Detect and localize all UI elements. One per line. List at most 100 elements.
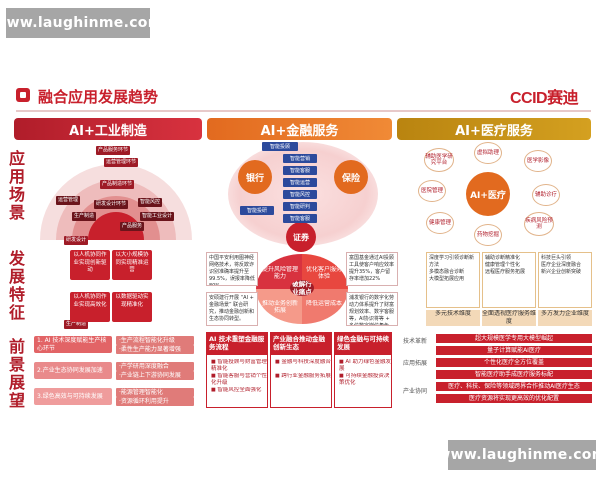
medical-sat-1: 虚拟助理	[474, 142, 502, 164]
medical-dev-2-item-3: 远程医疗服务拓展	[485, 269, 526, 275]
medical-dev-3-item-1: 科技巨头引领	[541, 255, 572, 261]
finance-prospect-1-title: AI 技术重塑金融服务流程	[207, 333, 267, 355]
finance-prospect-1-item-3: 智能风控全面强化	[211, 387, 267, 394]
prospect-3: 3.绿色高效与可持续发展	[34, 388, 112, 405]
row-label-prospect: 前景展望	[8, 337, 25, 410]
prospect-detail-6: ·资源循环利用提升	[116, 397, 194, 406]
finance-prospect-1-item-2: 智能客服与营销个性化升级	[211, 373, 267, 387]
medical-dev-2-item-2: 健康管理个性化	[485, 262, 521, 268]
ring-tag-rnd2: 研发设计	[64, 236, 89, 245]
prospect-detail-5: ·能源管理智能化	[116, 388, 194, 397]
ring-tag-operation: 运营管理环节	[104, 158, 139, 167]
finance-prospect-2-item-2: 跨行业金融服务拓展	[275, 373, 331, 380]
medical-sat-4: 疾病风险预测	[524, 212, 554, 236]
medical-sat-3: 辅助诊疗	[532, 184, 560, 206]
quadrant-4: 降低运营成本	[306, 300, 342, 307]
row-label-application: 应用场景	[8, 149, 25, 222]
prospect-detail-2: ·柔性生产能力显著增强	[116, 345, 194, 354]
prospect-detail-1: ·生产流程智能化升级	[116, 336, 194, 345]
quadrant-1: 提升风险管理能力	[262, 266, 298, 280]
medical-dev-3-item-2: 医疗企业深度融合	[541, 262, 582, 268]
quadrant-2: 优化客户服务体验	[306, 266, 342, 280]
dev-box-3: 以人机协同作业实现高效化	[70, 292, 110, 322]
fin-chip-1: 智能投顾	[262, 142, 298, 151]
finance-prospect-2: 产业融合推动金融创新生态 金融与科技深度融合 跨行业金融服务拓展	[270, 332, 332, 408]
fin-chip-5: 智能风控	[283, 190, 317, 199]
dev-box-1: 以人机协同作业实现创新驱动	[70, 250, 110, 280]
finance-case-left-2: 安硕建行开展 “AI + 金融场景” 联合研究，推动金融创新和生态协同转型。	[206, 292, 258, 326]
medical-dev-col-2: 辅助诊断精准化 健康管理个性化 远程医疗服务拓展	[482, 252, 536, 308]
medical-tech-row-2: 量子计算赋能AI医疗	[436, 346, 592, 355]
finance-prospect-3-item-2: 可持续金融投资决策优化	[339, 373, 391, 387]
ring-tag-risk: 智能风控	[138, 198, 163, 207]
prospect-detail-4: ·产业链上下游协同发展	[116, 371, 194, 380]
ring-tag-ops: 运营管理	[56, 196, 81, 205]
medical-sat-5: 药物挖掘	[474, 224, 502, 246]
watermark-bottom: www.laughinme.com	[437, 440, 600, 470]
medical-dev-2-item-1: 辅助诊断精准化	[485, 255, 521, 261]
prospect-2: 2.产业生态协同发展加速	[34, 362, 112, 379]
fin-chip-3: 智能客服	[283, 166, 317, 175]
title-divider	[16, 110, 591, 112]
medical-tech-row-5: 医疗、科技、保险等领域跨界合作推动AI医疗生态	[436, 382, 592, 391]
medical-sat-8: 辅助医学研究平台	[424, 148, 454, 172]
fin-chip-7: 智能投研	[240, 206, 274, 215]
medical-dev-col-3: 科技巨头引领 医疗企业深度融合 新兴企业创新突破	[538, 252, 592, 308]
medical-tech-row-3: 个性化医疗全方位覆盖	[436, 358, 592, 367]
finance-prospect-1: AI 技术重塑金融服务流程 智能投顾与财富管理精准化 智能客服与营销个性化升级 …	[206, 332, 268, 408]
quadrant-3: 推动业务创新拓展	[262, 300, 298, 314]
medical-tech-row-6: 医疗资源将实现更高效的优化配置	[436, 394, 592, 403]
brand-logo: CCID赛迪	[510, 90, 579, 107]
page-title: 融合应用发展趋势	[38, 88, 159, 106]
medical-tech-label: 技术革新	[402, 338, 427, 345]
ring-tag-design: 智能工业设计	[140, 212, 175, 221]
ring-tag-product-service: 产品服务环节	[96, 146, 131, 155]
fin-chip-2: 智能营销	[283, 154, 317, 163]
finance-prospect-3: 绿色金融与可持续发展 AI 助力绿色金融发展 可持续金融投资决策优化	[334, 332, 392, 408]
header-finance: AI+金融服务	[207, 118, 392, 140]
title-bullet-icon	[16, 88, 30, 102]
ring-tag-prod: 生产制造	[72, 212, 97, 221]
ring-tag-prod2: 生产制造	[64, 320, 89, 329]
finance-prospect-2-title: 产业融合推动金融创新生态	[271, 333, 331, 355]
medical-dev-col-1: 深度学习引领诊断新方法 多模态融合诊断 大模型拓展应用	[426, 252, 480, 308]
industry-ring-diagram	[40, 164, 192, 240]
fin-chip-6: 智能研判	[283, 202, 317, 211]
finance-prospect-3-item-1: AI 助力绿色金融发展	[339, 359, 391, 373]
finance-case-right-1: 富国基金通过AI投顾工具使客户响应效率提升35%，客户留存率增加22%	[346, 252, 398, 286]
prospect-detail-3: ·产学研用深度融合	[116, 362, 194, 371]
watermark-top: www.laughinme.com	[0, 8, 162, 38]
medical-sat-2: 医学影像	[524, 150, 552, 172]
quadrant-center: 破解行业痛点	[290, 280, 314, 296]
prospect-1: 1. AI 技术深度赋能生产核心环节	[34, 336, 112, 353]
ring-tag-service: 产品服务	[120, 222, 145, 231]
circle-securities: 证券	[286, 222, 316, 252]
medical-dev-1-item-1: 深度学习引领诊断新方法	[429, 255, 475, 268]
medical-dev-1-item-3: 大模型拓展应用	[429, 276, 465, 282]
medical-sat-6: 健康管理	[426, 212, 454, 234]
finance-prospect-1-item-1: 智能投顾与财富管理精准化	[211, 359, 267, 373]
finance-prospect-2-item-1: 金融与科技深度融合	[275, 359, 331, 366]
medical-tech-row-1: 超大规模医学专用大模型崛起	[436, 334, 592, 343]
medical-sat-7: 医院管理	[418, 180, 446, 202]
dev-box-2: 以大小规模协同实现精准运营	[112, 250, 152, 280]
finance-prospect-3-title: 绿色金融与可持续发展	[335, 333, 391, 355]
medical-dev-1-item-2: 多模态融合诊断	[429, 269, 465, 275]
row-label-development: 发展特征	[8, 249, 25, 322]
medical-dev-label-1: 多元技术维度	[426, 310, 480, 326]
finance-case-left-1: 中国平安利用图神经网络技术，将反欺诈识别准确率提升至99.5%，误报率降低80%	[206, 252, 258, 286]
medical-dev-label-2: 全面透视医疗服务维度	[482, 310, 536, 326]
medical-app-label: 应用拓展	[402, 360, 427, 367]
medical-dev-label-3: 多方发力企业维度	[538, 310, 592, 326]
ring-tag-rnd: 研发设计环节	[94, 200, 129, 209]
header-medical: AI+医疗服务	[397, 118, 591, 140]
header-industry: AI+工业制造	[14, 118, 202, 140]
circle-bank: 银行	[238, 160, 272, 194]
circle-insurance: 保险	[334, 160, 368, 194]
medical-tech-row-4: 智能医疗助手成医疗服务标配	[436, 370, 592, 379]
medical-center-circle: AI+医疗	[466, 172, 510, 216]
medical-industry-label: 产业协同	[402, 388, 427, 395]
medical-dev-3-item-3: 新兴企业创新突破	[541, 269, 582, 275]
ring-tag-manufacture: 产品制造环节	[100, 180, 135, 189]
finance-case-right-2: 浦发银行的数字化劳动力体系提升了财富规划效率、数字客服等，AI协识将等 + 多位…	[346, 292, 398, 326]
